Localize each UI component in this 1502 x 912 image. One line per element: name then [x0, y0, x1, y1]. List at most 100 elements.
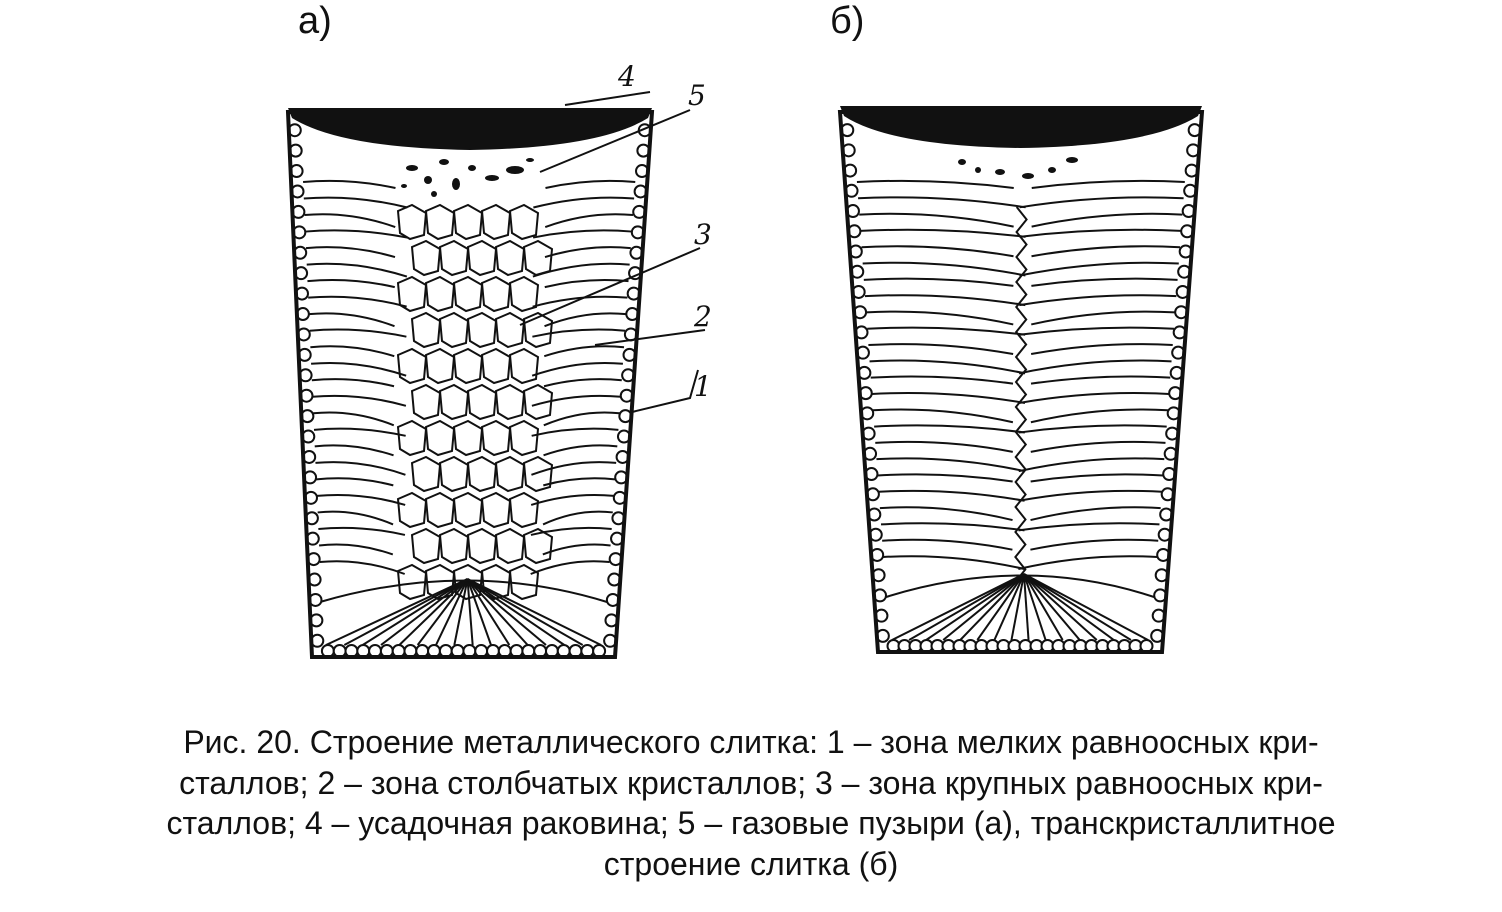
callout-3: 3: [694, 218, 712, 251]
equiaxed-grain: [396, 275, 428, 313]
columnar-crystal-boundary: [319, 560, 406, 575]
bottom-crystal-boundary: [435, 578, 469, 646]
columnar-crystal-boundary: [311, 361, 407, 377]
equiaxed-grain: [410, 455, 442, 493]
equiaxed-grain: [508, 563, 540, 601]
columnar-crystal-boundary: [318, 526, 406, 536]
ingot-b-illustration: [837, 106, 1205, 654]
columnar-crystal-boundary: [1031, 277, 1178, 287]
equiaxed-grain: [494, 527, 526, 565]
bottom-crystal-boundary: [959, 573, 1025, 641]
columnar-crystal-boundary: [863, 277, 1014, 287]
equiaxed-grain: [522, 455, 554, 493]
columnar-crystal-boundary: [1031, 245, 1181, 258]
bottom-crystal-boundary: [925, 573, 1025, 641]
columnar-crystal-boundary: [543, 378, 622, 388]
caption-line-1: Рис. 20. Строение металлического слитка:…: [183, 724, 1319, 760]
columnar-crystal-boundary: [311, 378, 395, 388]
equiaxed-grain: [466, 527, 498, 565]
shrinkage-cavity-a: [288, 108, 652, 150]
equiaxed-grain: [396, 347, 428, 385]
columnar-crystal-boundary: [1019, 261, 1179, 277]
bottom-zone-boundary: [885, 574, 1155, 598]
caption-line-3: сталлов; 4 – усадочная раковина; 5 – газ…: [166, 805, 1336, 841]
columnar-crystal-boundary: [316, 477, 394, 487]
callout-5: 5: [688, 79, 706, 112]
columnar-crystal-boundary: [877, 473, 1013, 483]
columnar-crystal-boundary: [1030, 538, 1159, 551]
bottom-crystal-boundary: [398, 578, 469, 646]
columnar-crystal-boundary: [532, 328, 626, 338]
equiaxed-grain: [480, 419, 512, 457]
columnar-crystal-boundary: [303, 196, 408, 209]
columnar-crystal-boundary: [1018, 392, 1170, 404]
equiaxed-grain: [396, 203, 428, 241]
columnar-crystal-boundary: [312, 394, 407, 407]
columnar-crystal-boundary: [1018, 424, 1167, 434]
columnar-crystal-boundary: [1030, 343, 1173, 356]
equiaxed-grain: [452, 203, 484, 241]
bottom-crystal-boundary: [467, 578, 602, 646]
columnar-crystal-boundary: [874, 424, 1025, 434]
bottom-crystal-boundary: [1023, 573, 1098, 641]
equiaxed-grain: [424, 347, 456, 385]
ingot-a-outline: [285, 110, 655, 659]
crystal-seam: [1014, 206, 1028, 583]
equiaxed-grain: [480, 203, 512, 241]
columnar-crystal-boundary: [880, 522, 1025, 532]
equiaxed-grain: [410, 239, 442, 277]
bottom-crystal-boundary: [466, 578, 529, 646]
bottom-crystal-boundary: [325, 578, 468, 646]
columnar-crystal-boundary: [1030, 506, 1161, 522]
columnar-crystal-boundary: [1030, 473, 1164, 483]
columnar-crystal-boundary: [305, 246, 396, 259]
columnar-crystal-boundary: [859, 212, 1014, 228]
columnar-crystal-boundary: [1018, 522, 1160, 532]
bottom-crystal-boundary: [380, 578, 469, 646]
columnar-crystal-boundary: [878, 489, 1025, 502]
columnar-crystal-boundary: [861, 245, 1014, 258]
columnar-crystal-boundary: [858, 196, 1026, 209]
bottom-crystal-boundary: [1010, 573, 1025, 641]
equiaxed-grain: [410, 527, 442, 565]
ingot-a-illustration: [285, 91, 706, 659]
equiaxed-grain: [494, 455, 526, 493]
columnar-crystal-boundary: [866, 310, 1014, 326]
bottom-crystal-fan-b: [885, 573, 1155, 641]
columnar-crystal-boundary: [530, 526, 612, 536]
bottom-crystal-boundary: [908, 573, 1025, 641]
columnar-crystal-boundary: [870, 375, 1014, 385]
columnar-crystal-boundary: [1030, 440, 1166, 453]
columnar-crystal-boundary: [543, 345, 625, 358]
columnar-crystal-boundary: [305, 229, 408, 239]
bottom-crystal-boundary: [976, 573, 1025, 641]
equiaxed-grain: [410, 383, 442, 421]
panel-a-label: а): [298, 0, 332, 42]
equiaxed-grain: [424, 275, 456, 313]
leader-4: [564, 91, 651, 106]
shrinkage-cavity-b: [840, 106, 1202, 148]
columnar-crystal-boundary: [871, 392, 1026, 404]
equiaxed-grain: [522, 383, 554, 421]
figure-caption: Рис. 20. Строение металлического слитка:…: [60, 722, 1442, 884]
equiaxed-grain: [424, 203, 456, 241]
columnar-crystal-boundary: [868, 343, 1014, 356]
columnar-crystal-boundary: [531, 461, 617, 476]
columnar-crystal-boundary: [543, 444, 618, 457]
columnar-crystal-boundary: [308, 295, 407, 308]
equiaxed-grain: [494, 239, 526, 277]
callout-1: 1: [694, 370, 712, 403]
bottom-crystal-boundary: [343, 578, 468, 646]
equiaxed-grain: [438, 311, 470, 349]
equiaxed-grain: [438, 239, 470, 277]
columnar-crystal-boundary: [302, 179, 396, 189]
bottom-crystal-boundary: [891, 573, 1025, 641]
columnar-crystal-boundary: [532, 229, 632, 239]
equiaxed-grain: [452, 491, 484, 529]
leader-1: [631, 369, 699, 413]
bottom-crystal-boundary: [942, 573, 1025, 641]
equiaxed-grain: [494, 383, 526, 421]
equiaxed-grain: [452, 275, 484, 313]
equiaxed-grain: [494, 311, 526, 349]
columnar-crystal-zone-a: [302, 179, 636, 575]
